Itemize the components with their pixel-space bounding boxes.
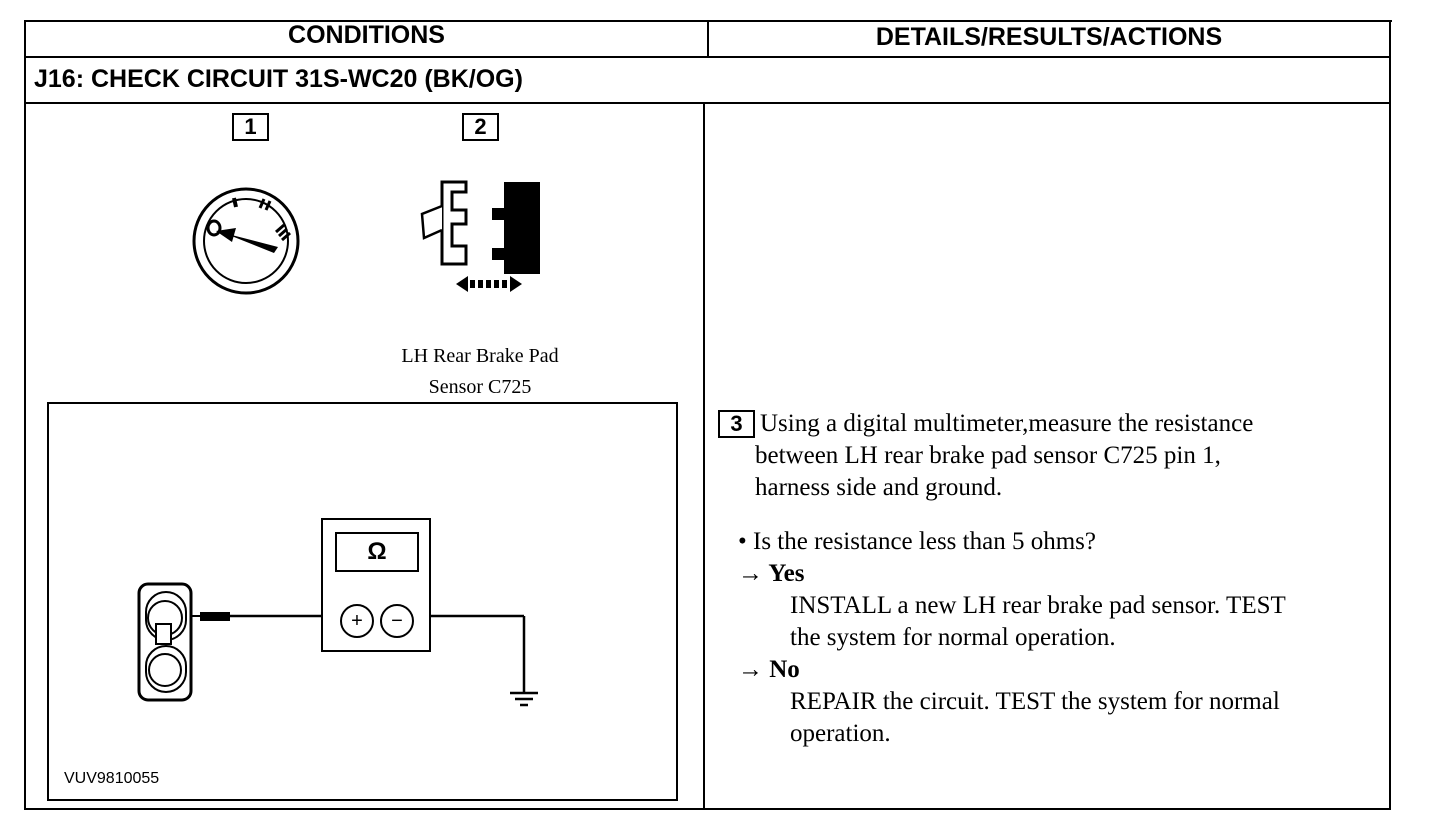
figure-left-border xyxy=(47,402,49,801)
step-1-number: 1 xyxy=(232,113,269,141)
disconnect-connector-icon xyxy=(420,180,540,292)
question-text: • Is the resistance less than 5 ohms? xyxy=(738,528,1096,555)
table-right-border xyxy=(1389,20,1391,810)
connector-caption-line-2: Sensor C725 xyxy=(428,376,532,398)
body-column-divider xyxy=(703,102,705,810)
step-3-line-3: harness side and ground. xyxy=(755,474,1003,501)
no-action-line-2: operation. xyxy=(790,720,891,747)
step-3-number: 3 xyxy=(718,410,755,438)
multimeter-display: Ω xyxy=(335,532,419,572)
figure-code: VUV9810055 xyxy=(64,770,160,787)
details-header: DETAILS/RESULTS/ACTIONS xyxy=(875,23,1223,51)
step-2-number: 2 xyxy=(462,113,499,141)
test-title: J16: CHECK CIRCUIT 31S-WC20 (BK/OG) xyxy=(34,65,523,93)
conditions-header: CONDITIONS xyxy=(288,21,445,49)
table-left-border xyxy=(24,20,26,810)
title-divider xyxy=(24,102,1391,104)
step-3-line-1: Using a digital multimeter,measure the r… xyxy=(760,410,1254,437)
figure-right-border xyxy=(676,402,678,801)
no-label: → No xyxy=(738,656,800,683)
yes-action-line-2: the system for normal operation. xyxy=(790,624,1116,651)
figure-bottom-border xyxy=(47,799,678,801)
step-3-line-2: between LH rear brake pad sensor C725 pi… xyxy=(755,442,1221,469)
positive-terminal: + xyxy=(340,604,374,638)
multimeter: Ω + − xyxy=(321,518,431,652)
figure-top-border xyxy=(47,402,678,404)
yes-label: → Yes xyxy=(738,560,805,587)
negative-terminal: − xyxy=(380,604,414,638)
no-action-line-1: REPAIR the circuit. TEST the system for … xyxy=(790,688,1280,715)
table-bottom-border xyxy=(24,808,1391,810)
header-column-divider xyxy=(707,20,709,58)
connector-caption-line-1: LH Rear Brake Pad xyxy=(401,345,559,367)
yes-action-line-1: INSTALL a new LH rear brake pad sensor. … xyxy=(790,592,1286,619)
sensor-connector-icon xyxy=(137,582,193,702)
ignition-switch-off-icon xyxy=(192,187,300,295)
